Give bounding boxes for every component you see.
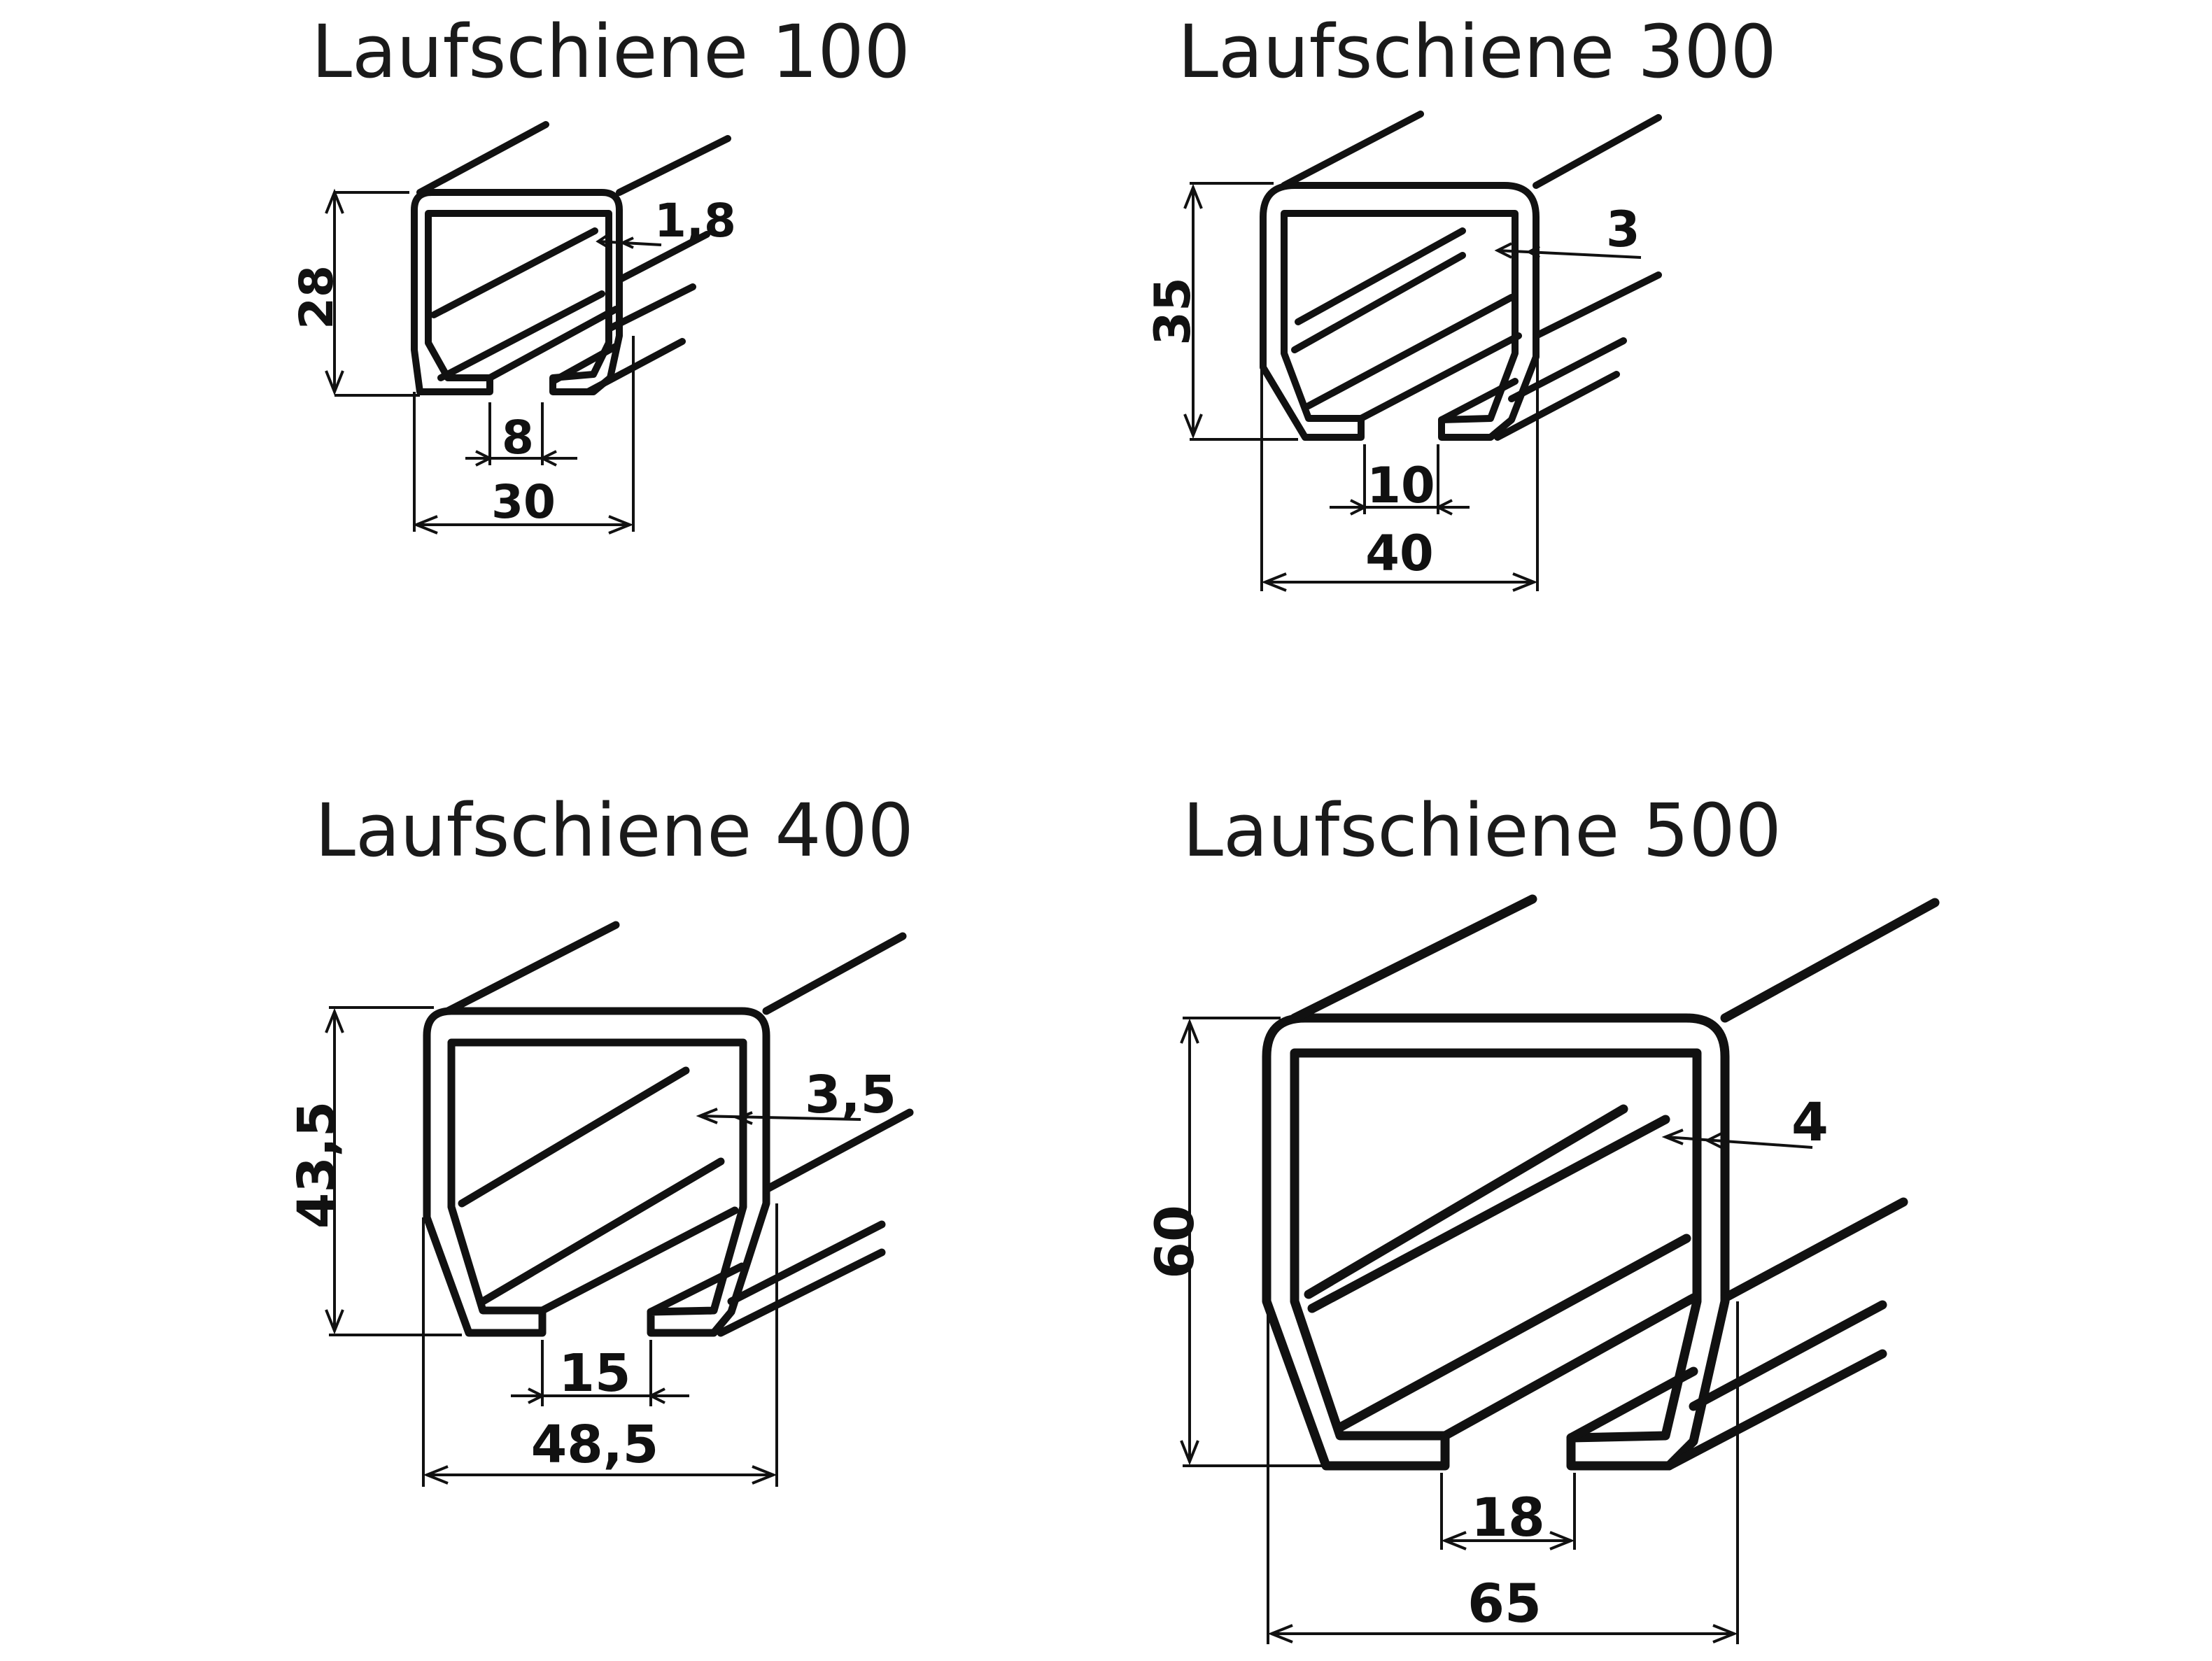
dim-thickness-100: 1,8 — [654, 194, 736, 248]
title-laufschiene-300: Laufschiene 300 — [1178, 9, 1777, 94]
dim-slot-500: 18 — [1471, 1486, 1545, 1548]
dim-width-500: 65 — [1467, 1572, 1542, 1634]
rail-outline-100 — [411, 189, 623, 395]
dim-height-500: 60 — [1143, 1205, 1206, 1279]
dim-thickness-500: 4 — [1791, 1091, 1829, 1153]
perspective-lines-500 — [1290, 894, 1940, 1471]
perspective-lines-400 — [444, 921, 914, 1337]
dim-width-400: 48,5 — [531, 1415, 659, 1475]
perspective-lines-100 — [416, 121, 731, 395]
dim-thickness-400: 3,5 — [805, 1065, 896, 1125]
dim-thickness-300: 3 — [1606, 201, 1640, 258]
dim-height-100: 28 — [290, 265, 344, 330]
dim-width-100: 30 — [491, 475, 556, 529]
dim-slot-400: 15 — [559, 1343, 631, 1404]
rail-outline-300 — [1260, 182, 1540, 441]
dim-height-400: 43,5 — [287, 1101, 347, 1229]
title-laufschiene-400: Laufschiene 400 — [315, 788, 914, 873]
dim-slot-100: 8 — [502, 411, 534, 465]
dim-width-300: 40 — [1365, 525, 1433, 582]
dim-slot-300: 10 — [1367, 457, 1435, 514]
title-laufschiene-500: Laufschiene 500 — [1183, 788, 1782, 873]
title-laufschiene-100: Laufschiene 100 — [311, 9, 910, 94]
rail-outline-400 — [423, 1007, 770, 1337]
dim-height-300: 35 — [1144, 277, 1202, 345]
rail-outline-500 — [1262, 1013, 1730, 1471]
perspective-lines-300 — [1281, 111, 1662, 441]
